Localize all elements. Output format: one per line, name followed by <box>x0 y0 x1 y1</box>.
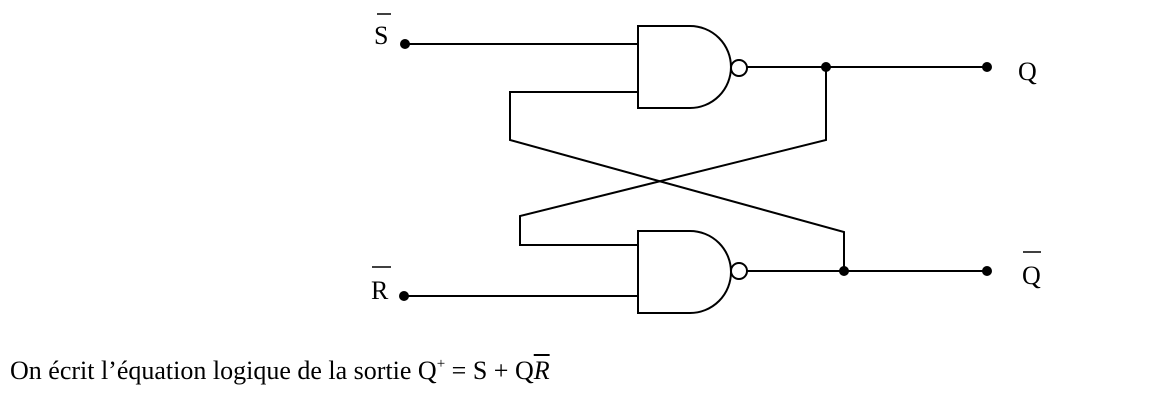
feedback-into-top-gate <box>509 91 845 271</box>
output-q-terminal <box>982 62 992 72</box>
label-s-bar: S <box>374 21 388 50</box>
sr-latch-diagram: S Q Q R <box>371 13 1041 314</box>
caption-r-bar: R <box>533 356 550 385</box>
label-r-bar: R <box>371 276 389 305</box>
equation-caption: On écrit l’équation logique de la sortie… <box>10 357 550 384</box>
caption-middle: = S + Q <box>445 356 534 385</box>
caption-superscript: + <box>436 356 446 372</box>
nand-top-inverter-bubble <box>730 59 748 77</box>
nand-bottom-inverter-bubble <box>730 262 748 280</box>
nand-gate-top <box>637 25 732 109</box>
label-q: Q <box>1018 57 1037 86</box>
output-q-bar-terminal <box>982 266 992 276</box>
caption-prefix: On écrit l’équation logique de la sortie… <box>10 356 437 385</box>
label-q-bar: Q <box>1022 261 1041 290</box>
nand-gate-bottom <box>637 230 732 314</box>
junction-q-bar <box>839 266 849 276</box>
feedback-from-q <box>519 67 827 246</box>
